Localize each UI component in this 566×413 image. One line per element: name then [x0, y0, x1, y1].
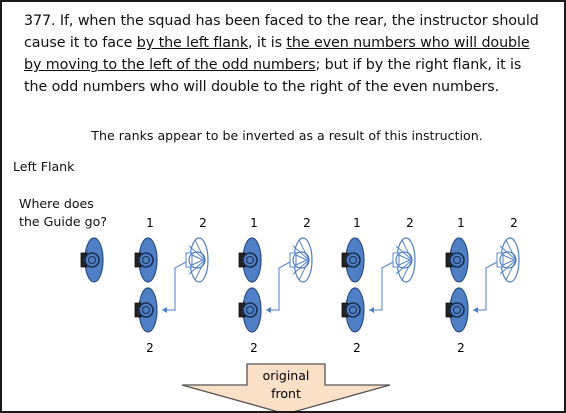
- even-soldier-new-icon: [134, 287, 158, 333]
- even-soldier-original-icon: [496, 237, 520, 283]
- guide-question: Where does the Guide go?: [19, 195, 107, 231]
- group-4-label-2: 2: [510, 216, 518, 230]
- guide-soldier-icon: [80, 237, 104, 283]
- group-1-label-bottom: 2: [146, 341, 154, 355]
- inversion-note: The ranks appear to be inverted as a res…: [91, 128, 483, 143]
- move-arrowhead-icon: [369, 307, 374, 313]
- rule-text-1: 377. If, when the squad has been faced t…: [24, 13, 539, 51]
- group-1-label-2: 2: [199, 216, 207, 230]
- move-arrowhead-icon: [473, 307, 478, 313]
- move-arrow-line: [473, 261, 498, 311]
- rule-text-3: ; but if by the right flank, it is the o…: [24, 57, 522, 95]
- group-3-label-1: 1: [353, 216, 361, 230]
- group-2-label-bottom: 2: [250, 341, 258, 355]
- squad-group-4: 1 2 2: [445, 216, 520, 355]
- group-1-label-1: 1: [146, 216, 154, 230]
- squad-group-1: 1 2 2: [134, 216, 209, 355]
- odd-soldier-icon: [445, 237, 469, 283]
- squad-group-3: 1 2 2: [341, 216, 416, 355]
- odd-soldier-icon: [134, 237, 158, 283]
- down-arrow-icon: [181, 363, 391, 411]
- odd-soldier-icon: [341, 237, 365, 283]
- odd-soldier-icon: [238, 237, 262, 283]
- even-soldier-original-icon: [185, 237, 209, 283]
- rule-text-left-flank: by the left flank: [136, 35, 248, 51]
- group-2-label-2: 2: [303, 216, 311, 230]
- rule-text-even-numbers: the even numbers who will double by movi…: [24, 35, 530, 73]
- move-arrowhead-icon: [266, 307, 271, 313]
- left-flank-label: Left Flank: [13, 159, 75, 174]
- guide-question-line-2: the Guide go?: [19, 214, 108, 229]
- move-arrowhead-icon: [162, 307, 167, 313]
- group-3-label-2: 2: [406, 216, 414, 230]
- even-soldier-new-icon: [445, 287, 469, 333]
- arrow-label-front: front: [271, 386, 301, 401]
- squad-group-2: 1 2 2: [238, 216, 313, 355]
- guide-question-line-1: Where does: [19, 196, 94, 211]
- rule-text-2: , it is: [248, 35, 287, 51]
- original-front-arrow: original front: [181, 363, 391, 411]
- group-4-label-1: 1: [457, 216, 465, 230]
- even-soldier-original-icon: [392, 237, 416, 283]
- group-4-label-bottom: 2: [457, 341, 465, 355]
- group-2-label-1: 1: [250, 216, 258, 230]
- even-soldier-new-icon: [341, 287, 365, 333]
- rule-377-text: 377. If, when the squad has been faced t…: [24, 10, 544, 98]
- even-soldier-new-icon: [238, 287, 262, 333]
- move-arrow-line: [162, 261, 187, 311]
- even-soldier-original-icon: [289, 237, 313, 283]
- move-arrow-line: [266, 261, 291, 311]
- move-arrow-line: [369, 261, 394, 311]
- group-3-label-bottom: 2: [353, 341, 361, 355]
- arrow-label-original: original: [263, 368, 310, 383]
